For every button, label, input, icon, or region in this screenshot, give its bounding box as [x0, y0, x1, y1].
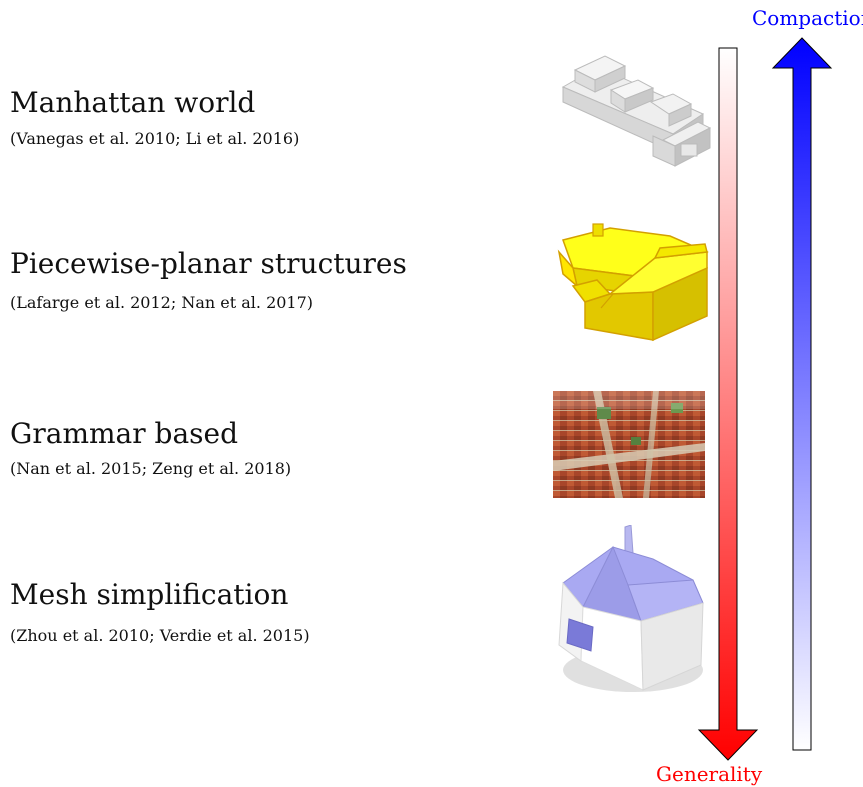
aerial-city-icon	[553, 391, 705, 498]
row-cite-manhattan: (Vanegas et al. 2010; Li et al. 2016)	[10, 129, 300, 148]
row-cite-mesh: (Zhou et al. 2010; Verdie et al. 2015)	[10, 626, 310, 645]
generality-label: Generality	[656, 762, 763, 786]
grey-block-building-icon	[561, 55, 712, 167]
row-title-manhattan: Manhattan world	[10, 86, 256, 119]
row-title-mesh: Mesh simplification	[10, 578, 289, 611]
row-cite-grammar: (Nan et al. 2015; Zeng et al. 2018)	[10, 459, 292, 478]
row-title-piecewise: Piecewise-planar structures	[10, 247, 407, 280]
purple-roof-house-icon	[558, 525, 704, 692]
compaction-label: Compaction	[752, 6, 863, 30]
row-title-grammar: Grammar based	[10, 417, 239, 450]
generality-arrow	[697, 47, 759, 761]
compaction-arrow	[771, 37, 833, 751]
yellow-roof-building-icon	[557, 223, 709, 342]
row-cite-piecewise: (Lafarge et al. 2012; Nan et al. 2017)	[10, 293, 314, 312]
